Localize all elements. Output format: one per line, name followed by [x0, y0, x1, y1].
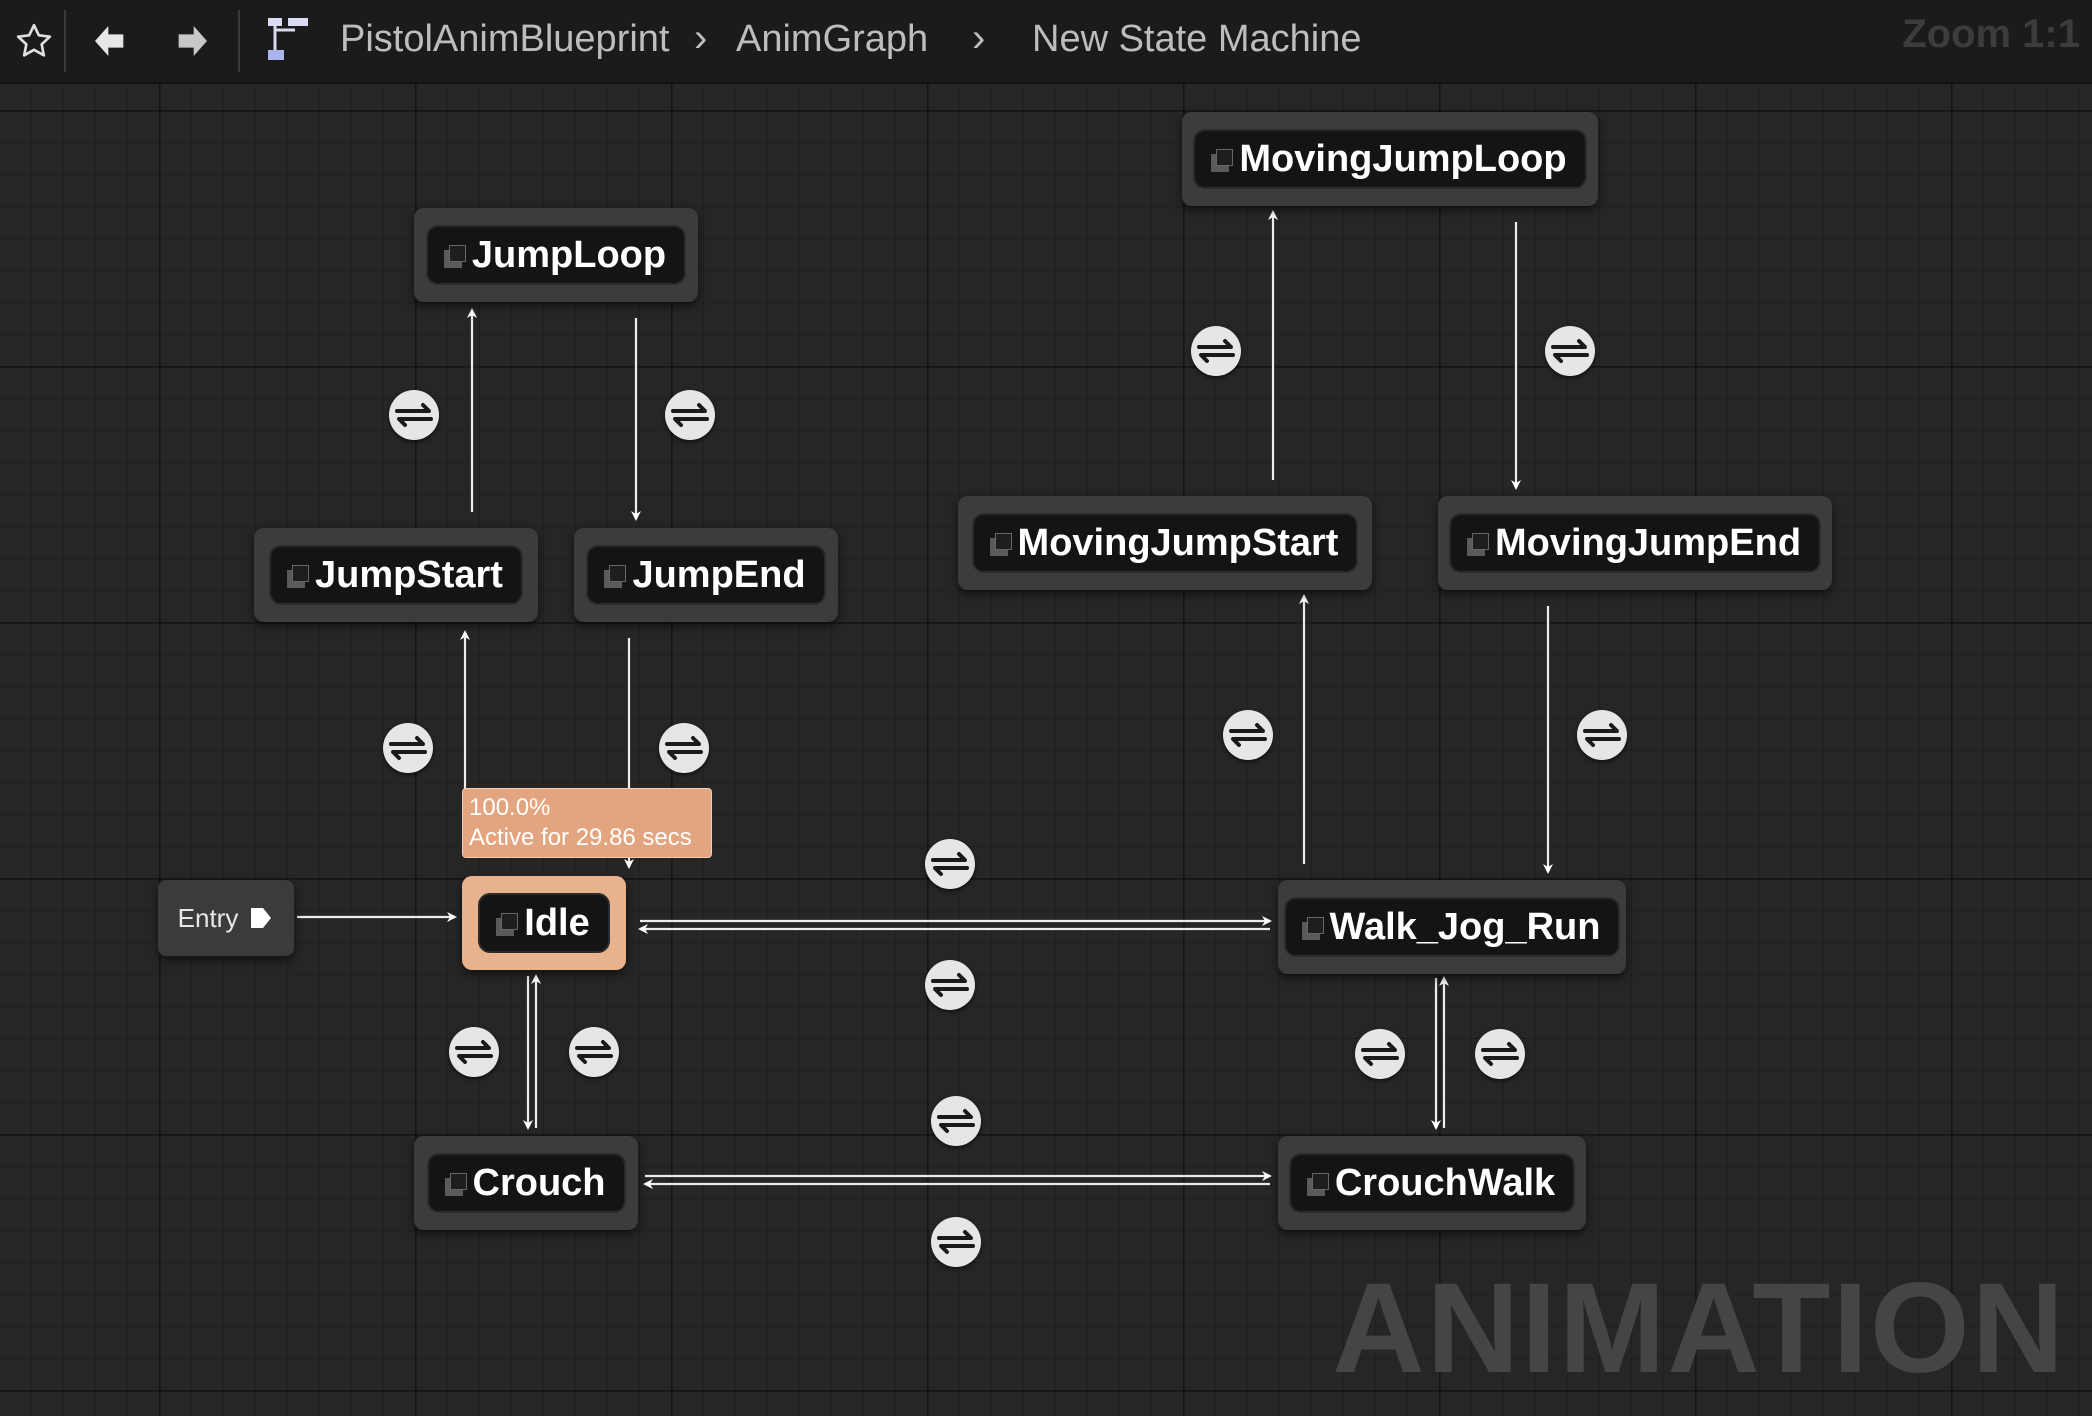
state-icon: [604, 565, 627, 588]
state-icon: [444, 1173, 467, 1196]
transition-rule-icon[interactable]: [389, 390, 439, 440]
transition-rule-icon[interactable]: [569, 1027, 619, 1077]
state-node-jumpstart[interactable]: JumpStart: [254, 528, 538, 622]
transition-rule-icon[interactable]: [449, 1027, 499, 1077]
chevron-right-icon: ›: [694, 16, 708, 60]
state-icon: [496, 913, 519, 936]
breadcrumb-blueprint[interactable]: PistolAnimBlueprint: [340, 18, 670, 60]
state-node-walkjogrun[interactable]: Walk_Jog_Run: [1278, 880, 1626, 974]
entry-label: Entry: [177, 902, 239, 933]
active-duration: Active for 29.86 secs: [469, 824, 692, 851]
state-icon: [1211, 149, 1234, 172]
state-node-jumploop[interactable]: JumpLoop: [414, 208, 698, 302]
transition-rule-icon[interactable]: [931, 1096, 981, 1146]
transition-rule-icon[interactable]: [665, 390, 715, 440]
graph-watermark: ANIMATION: [1332, 1257, 2066, 1400]
state-node-movingjumpstart[interactable]: MovingJumpStart: [958, 496, 1372, 590]
transition-rule-icon[interactable]: [925, 960, 975, 1010]
state-label: CrouchWalk: [1334, 1161, 1556, 1204]
transition-rule-icon[interactable]: [659, 723, 709, 773]
toolbar-divider: [64, 10, 66, 72]
state-label: Crouch: [472, 1161, 606, 1204]
state-icon: [1466, 533, 1489, 556]
state-label: Walk_Jog_Run: [1329, 905, 1601, 948]
state-icon: [287, 565, 310, 588]
state-icon: [989, 533, 1012, 556]
entry-pin-icon[interactable]: [248, 905, 274, 931]
arrow-left-icon[interactable]: [82, 0, 138, 82]
breadcrumb-animgraph[interactable]: AnimGraph: [736, 18, 929, 60]
transition-rule-icon[interactable]: [1577, 710, 1627, 760]
entry-node[interactable]: Entry: [158, 880, 294, 956]
breadcrumb-state-machine[interactable]: New State Machine: [1032, 18, 1362, 60]
state-node-jumpend[interactable]: JumpEnd: [574, 528, 838, 622]
state-label: JumpLoop: [471, 233, 667, 276]
transition-rule-icon[interactable]: [1223, 710, 1273, 760]
active-state-tooltip: 100.0% Active for 29.86 secs: [462, 788, 712, 858]
state-node-movingjumpend[interactable]: MovingJumpEnd: [1438, 496, 1832, 590]
state-label: JumpStart: [315, 553, 503, 596]
state-label: MovingJumpEnd: [1494, 521, 1802, 564]
hierarchy-icon[interactable]: [256, 0, 316, 82]
state-node-crouchwalk[interactable]: CrouchWalk: [1278, 1136, 1586, 1230]
transition-rule-icon[interactable]: [1355, 1029, 1405, 1079]
state-label: MovingJumpStart: [1017, 521, 1339, 564]
state-node-idle[interactable]: Idle: [462, 876, 626, 970]
state-icon: [443, 245, 466, 268]
active-percent: 100.0%: [469, 794, 551, 821]
graph-toolbar: PistolAnimBlueprint › AnimGraph › New St…: [0, 0, 2092, 84]
state-icon: [1306, 1173, 1329, 1196]
transition-rule-icon[interactable]: [925, 839, 975, 889]
state-node-movingjumploop[interactable]: MovingJumpLoop: [1182, 112, 1598, 206]
state-label: JumpEnd: [632, 553, 806, 596]
transition-rule-icon[interactable]: [931, 1217, 981, 1267]
state-label: Idle: [524, 901, 590, 944]
transition-rule-icon[interactable]: [1475, 1029, 1525, 1079]
chevron-right-icon: ›: [972, 16, 986, 60]
zoom-level: Zoom 1:1: [1902, 12, 2080, 56]
state-node-crouch[interactable]: Crouch: [414, 1136, 638, 1230]
toolbar-divider: [238, 10, 240, 72]
state-icon: [1301, 917, 1324, 940]
arrow-right-icon[interactable]: [164, 0, 220, 82]
star-icon[interactable]: [8, 0, 60, 82]
transition-rule-icon[interactable]: [1545, 326, 1595, 376]
transition-rule-icon[interactable]: [1191, 326, 1241, 376]
state-label: MovingJumpLoop: [1239, 137, 1567, 180]
transition-rule-icon[interactable]: [383, 723, 433, 773]
